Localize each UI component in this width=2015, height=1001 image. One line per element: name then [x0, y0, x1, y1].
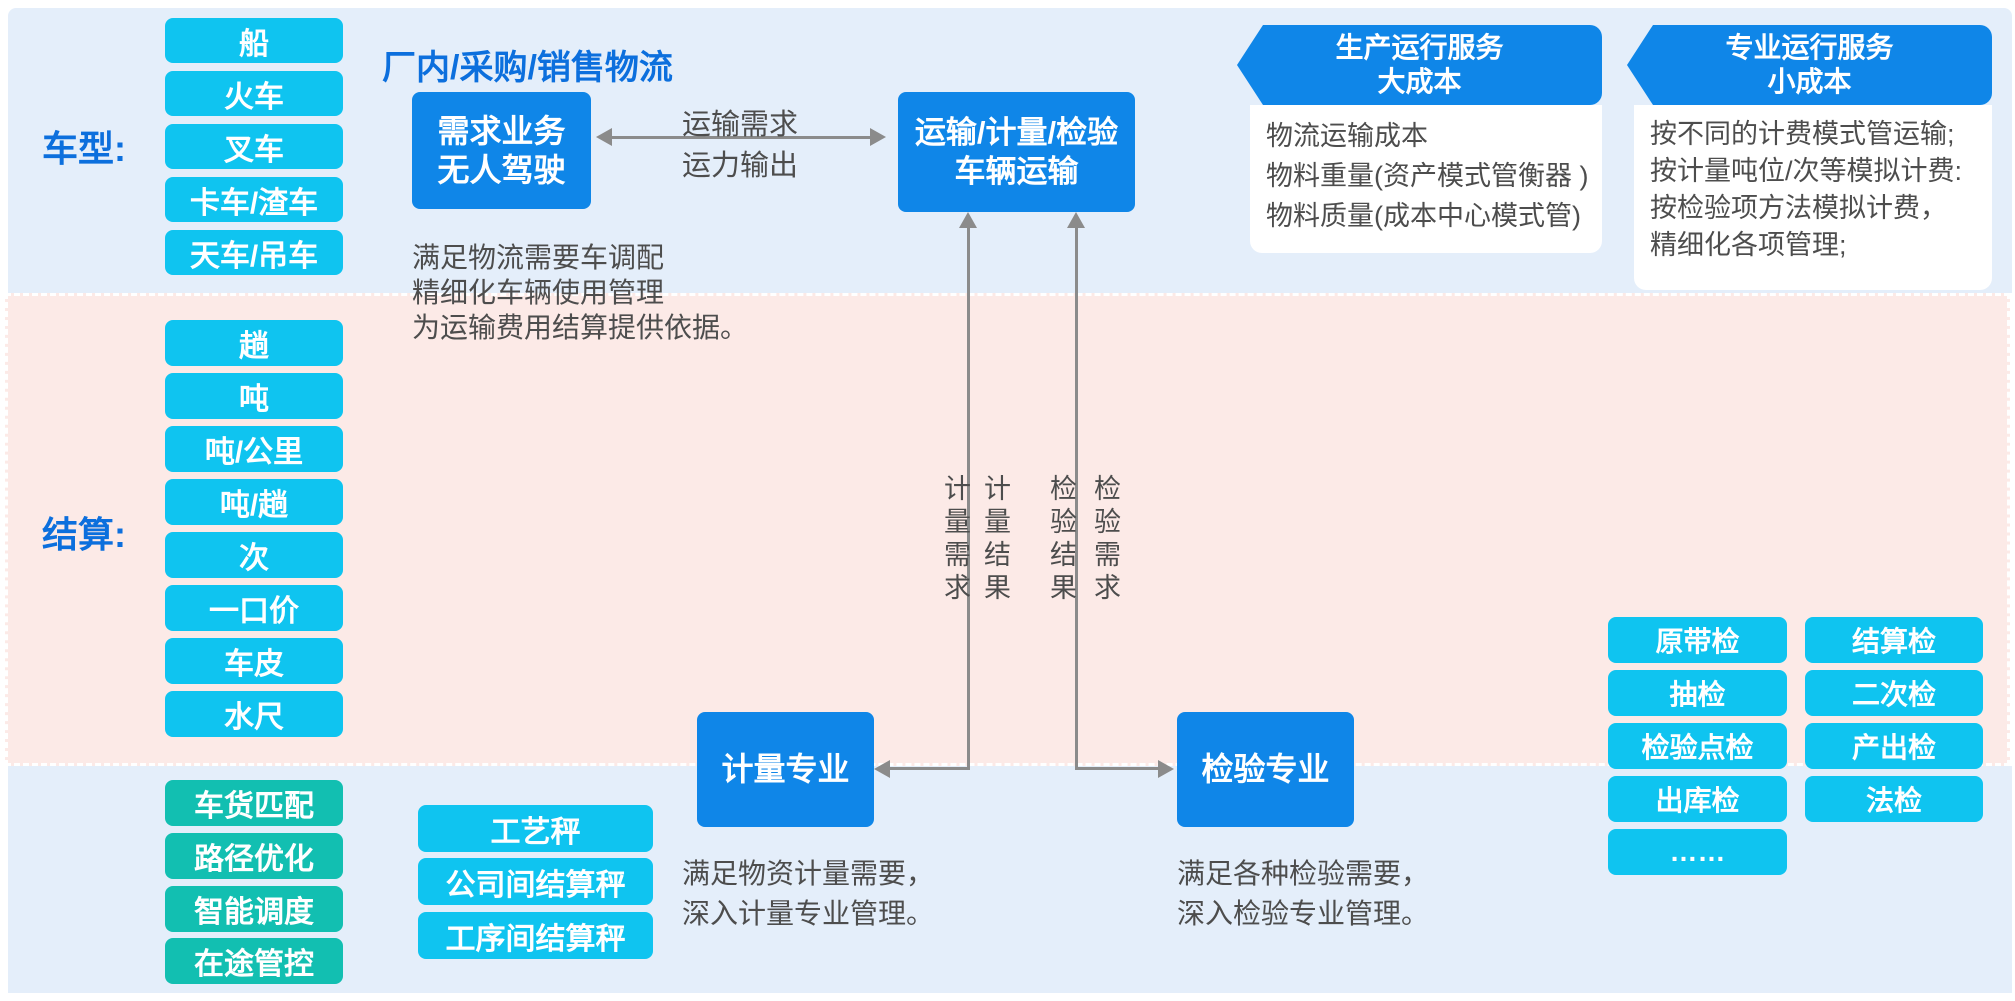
scale-item: 工序间结算秤: [418, 912, 653, 959]
production-service-banner: 生产运行服务 大成本: [1237, 25, 1602, 105]
settlement-unit-item: 一口价: [165, 585, 343, 631]
arrow-left-icon: [596, 128, 612, 146]
transport-box-line1: 运输/计量/检验: [914, 115, 1119, 150]
metering-professional-box: 计量专业: [697, 712, 874, 827]
demand-note: 满足物流需要车调配 精细化车辆使用管理 为运输费用结算提供依据。: [412, 240, 748, 345]
transport-demand-arrow-line: [606, 136, 876, 139]
metering-connector-line: [967, 226, 970, 770]
arrow-left-icon: [874, 760, 890, 778]
settlement-unit-item: 次: [165, 532, 343, 578]
professional-service-banner: 专业运行服务 小成本: [1627, 25, 1992, 105]
logistics-title: 厂内/采购/销售物流: [382, 49, 673, 87]
production-detail-line: 物料重量(资产模式管衡器 ): [1266, 161, 1589, 191]
metering-note-line: 深入计量专业管理。: [682, 898, 935, 929]
settlement-unit-item: 吨/公里: [165, 426, 343, 472]
inspection-result-vlabel: 检验结果: [1046, 474, 1076, 606]
demand-note-line: 满足物流需要车调配: [412, 242, 665, 273]
vehicle-type-label: 车型:: [42, 128, 126, 169]
metering-professional-label: 计量专业: [721, 751, 850, 787]
banner2-title-line1: 专业运行服务: [1725, 32, 1894, 63]
capacity-output-label: 运力输出: [681, 150, 798, 182]
metering-note: 满足物资计量需要， 深入计量专业管理。: [682, 854, 934, 934]
demand-note-line: 为运输费用结算提供依据。: [412, 312, 749, 343]
professional-detail-line: 精细化各项管理;: [1650, 230, 1847, 260]
arrow-up-icon: [1067, 212, 1085, 228]
demand-business-line1: 需求业务: [437, 112, 566, 149]
arrow-right-icon: [870, 128, 886, 146]
vehicle-type-item: 火车: [165, 71, 343, 116]
inspection-professional-label: 检验专业: [1201, 751, 1330, 787]
vehicle-type-item: 叉车: [165, 124, 343, 169]
professional-service-details: 按不同的计费模式管运输; 按计量吨位/次等模拟计费: 按检验项方法模拟计费， 精…: [1634, 105, 1992, 290]
vehicle-type-item: 天车/吊车: [165, 230, 343, 275]
inspection-note: 满足各种检验需要， 深入检验专业管理。: [1177, 854, 1429, 934]
inspection-connector-bottom: [1078, 767, 1160, 770]
settlement-label: 结算:: [42, 514, 126, 555]
inspection-type-item: 产出检: [1805, 723, 1983, 769]
inspection-type-item: 结算检: [1805, 617, 1983, 663]
scale-item: 工艺秤: [418, 805, 653, 852]
professional-detail-line: 按检验项方法模拟计费，: [1650, 193, 1947, 223]
inspection-type-item: ……: [1608, 829, 1787, 875]
vehicle-type-item: 卡车/渣车: [165, 177, 343, 222]
inspection-note-line: 满足各种检验需要，: [1177, 858, 1430, 889]
inspection-connector-line: [1075, 226, 1078, 770]
transport-demand-label: 运输需求: [681, 109, 798, 141]
settlement-unit-item: 车皮: [165, 638, 343, 684]
transport-metering-inspection-box: 运输/计量/检验 车辆运输: [898, 92, 1135, 212]
demand-business-line2: 无人驾驶: [437, 151, 566, 188]
inspection-note-line: 深入检验专业管理。: [1177, 898, 1430, 929]
arrow-up-icon: [959, 212, 977, 228]
inspection-type-item: 原带检: [1608, 617, 1787, 663]
logistics-feature-item: 在途管控: [165, 938, 343, 984]
arrow-right-icon: [1158, 760, 1174, 778]
professional-detail-line: 按计量吨位/次等模拟计费:: [1650, 156, 1963, 186]
settlement-unit-item: 吨/趟: [165, 479, 343, 525]
logistics-feature-item: 智能调度: [165, 886, 343, 932]
scale-item: 公司间结算秤: [418, 858, 653, 905]
production-service-details: 物流运输成本 物料重量(资产模式管衡器 ) 物料质量(成本中心模式管): [1250, 105, 1602, 253]
production-detail-line: 物流运输成本: [1266, 121, 1428, 151]
transport-box-line2: 车辆运输: [954, 154, 1079, 189]
settlement-unit-item: 吨: [165, 373, 343, 419]
demand-note-line: 精细化车辆使用管理: [412, 277, 665, 308]
banner1-title-line2: 大成本: [1377, 66, 1462, 97]
logistics-feature-item: 车货匹配: [165, 780, 343, 826]
settlement-unit-item: 趟: [165, 320, 343, 366]
metering-demand-vlabel: 计量需求: [940, 474, 970, 606]
professional-detail-line: 按不同的计费模式管运输;: [1650, 119, 1955, 149]
banner1-title-line1: 生产运行服务: [1335, 32, 1504, 63]
inspection-demand-vlabel: 检验需求: [1090, 474, 1120, 606]
metering-connector-bottom: [888, 767, 968, 770]
inspection-type-item: 法检: [1805, 776, 1983, 822]
metering-result-vlabel: 计量结果: [980, 474, 1010, 606]
metering-note-line: 满足物资计量需要，: [682, 858, 935, 889]
inspection-type-item: 二次检: [1805, 670, 1983, 716]
inspection-type-item: 出库检: [1608, 776, 1787, 822]
demand-business-box: 需求业务 无人驾驶: [412, 92, 591, 209]
production-detail-line: 物料质量(成本中心模式管): [1266, 201, 1581, 231]
vehicle-type-item: 船: [165, 18, 343, 63]
inspection-professional-box: 检验专业: [1177, 712, 1354, 827]
inspection-type-item: 检验点检: [1608, 723, 1787, 769]
inspection-type-item: 抽检: [1608, 670, 1787, 716]
banner2-title-line2: 小成本: [1767, 66, 1852, 97]
logistics-feature-item: 路径优化: [165, 833, 343, 879]
settlement-unit-item: 水尺: [165, 691, 343, 737]
